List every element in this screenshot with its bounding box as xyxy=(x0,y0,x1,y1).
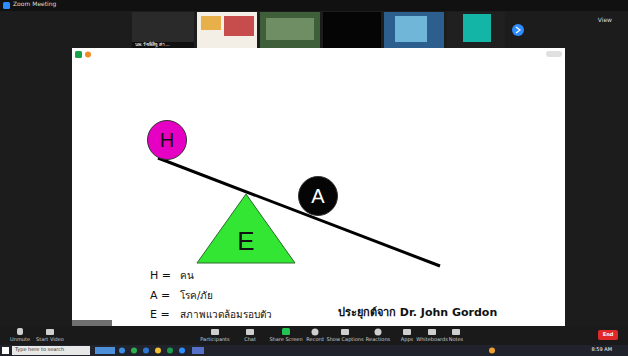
legend-text: โรค/ภัย xyxy=(180,290,213,301)
legend-key: H = xyxy=(150,270,171,282)
legend-text: สภาพแวดล้อมรอบตัว xyxy=(180,309,272,320)
clock: 8:59 AM xyxy=(591,347,612,353)
toolbar-label: Show Captions xyxy=(327,337,364,343)
host-circle: H xyxy=(147,120,187,160)
toolbar-label: Record xyxy=(306,337,323,343)
toolbar-label: Participants xyxy=(200,337,229,343)
legend-key: A = xyxy=(150,290,170,302)
view-button: View xyxy=(598,17,612,24)
window-title: Zoom Meeting xyxy=(13,1,56,8)
toolbar-label: Unmute xyxy=(10,337,30,343)
search-box: Type here to search xyxy=(15,347,64,353)
toolbar-label: Share Screen xyxy=(269,337,302,343)
environment-triangle: E xyxy=(196,193,296,264)
end-button: End xyxy=(603,332,614,338)
credit-note: ประยุกต์จาก Dr. John Gordon xyxy=(338,307,497,319)
agent-circle: A xyxy=(298,176,338,216)
toolbar-label: Whiteboards xyxy=(416,337,448,343)
thumbnail-name: นพ.รัชพิสิฐ ค่า... xyxy=(135,42,170,48)
legend-text: คน xyxy=(180,270,194,281)
toolbar-label: Notes xyxy=(449,337,463,343)
node-letter: E xyxy=(237,228,254,254)
legend-key: E = xyxy=(150,309,170,321)
toolbar-label: Chat xyxy=(244,337,256,343)
toolbar-label: Start Video xyxy=(36,337,64,343)
toolbar-label: Reactions xyxy=(366,337,390,343)
node-letter: H xyxy=(160,130,174,150)
toolbar-label: Apps xyxy=(401,337,413,343)
node-letter: A xyxy=(311,186,324,206)
